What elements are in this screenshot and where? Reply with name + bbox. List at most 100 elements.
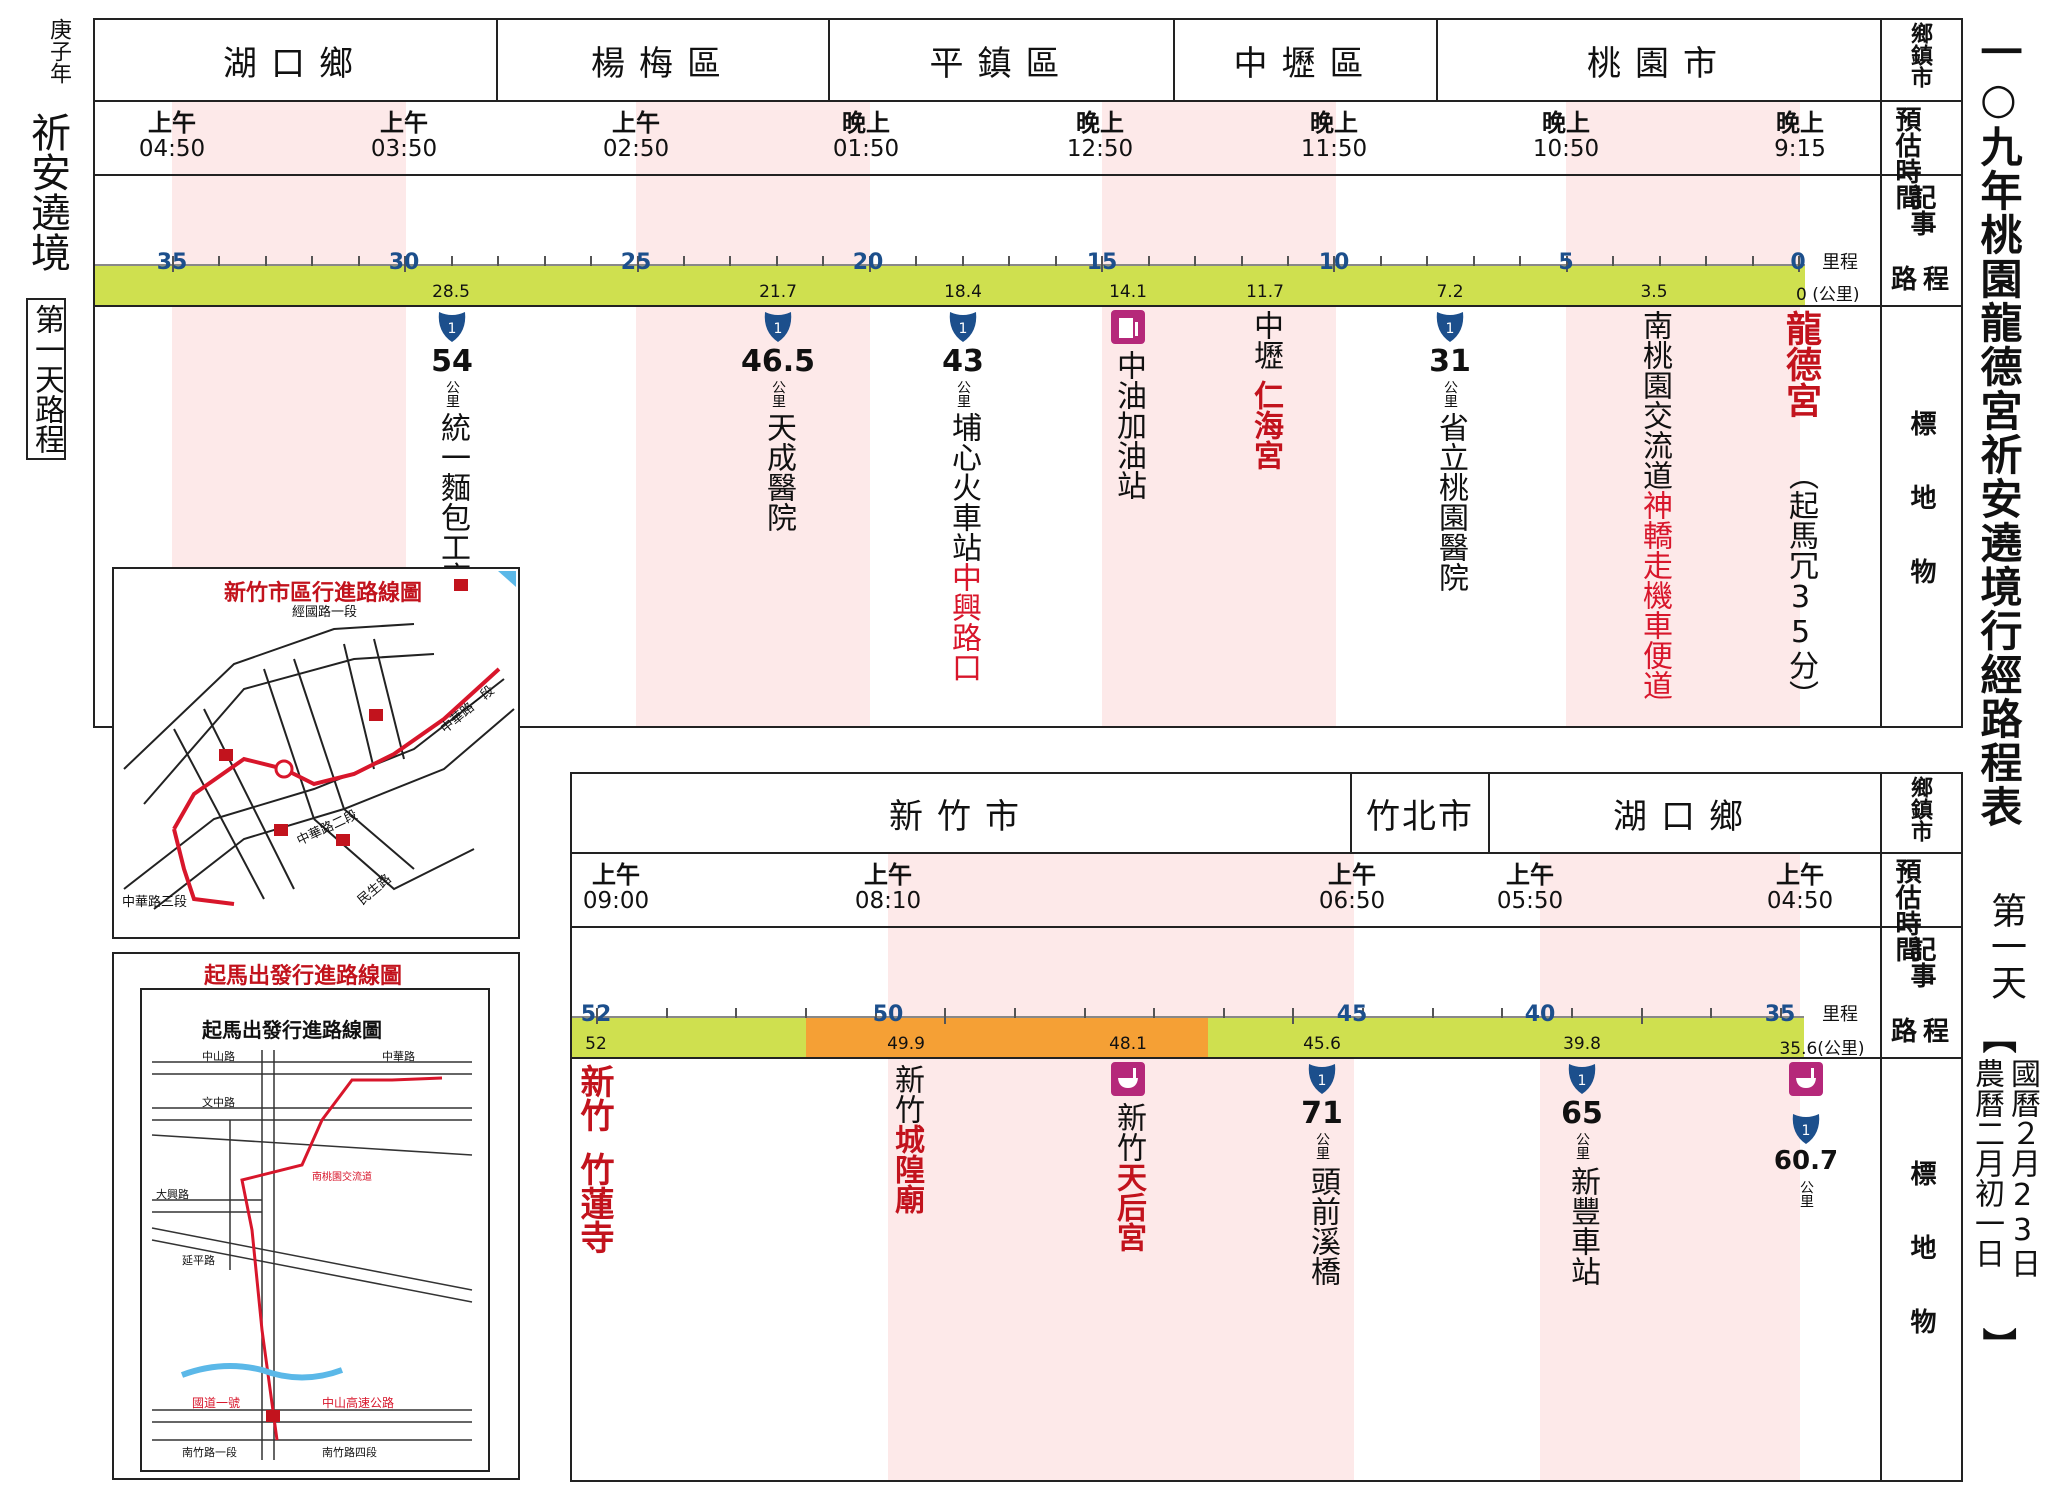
highway-shield-icon: 1: [764, 312, 792, 342]
km-tick: [1710, 1008, 1713, 1018]
km-tick-label: 15: [1086, 250, 1118, 275]
street-label: 大興路: [156, 1188, 189, 1201]
km-tick: [357, 256, 360, 266]
km-tick-label: 0: [1790, 250, 1806, 275]
landmark-name: 中油加油站: [1111, 350, 1146, 500]
row-label-notes: 記事: [1906, 184, 1936, 236]
km-value: 14.1: [1109, 282, 1147, 302]
landmark-distance: 31: [1429, 344, 1471, 379]
km-tick-label: 20: [852, 250, 884, 275]
km-tick: [172, 256, 174, 272]
km-tick-label: 52: [580, 1002, 612, 1027]
km-tick: [868, 256, 871, 272]
temple-name: 仁海宮: [1248, 380, 1283, 470]
street-label: 中山路: [202, 1050, 235, 1063]
km-tick: [1658, 256, 1661, 266]
km-tick: [596, 1008, 598, 1024]
km-tick: [1501, 1008, 1504, 1018]
km-tick: [1083, 1008, 1086, 1018]
route-bar: [95, 265, 1805, 305]
km-tick: [1426, 256, 1429, 266]
km-tick: [915, 256, 918, 266]
km-value: 7.2: [1436, 282, 1464, 302]
date-gregorian: 國曆２月23日: [2005, 1058, 2040, 1278]
region-pingzhen: 平鎮區: [929, 43, 1074, 84]
row-label-township: 鄉鎮市: [1907, 22, 1932, 88]
km-value: 49.9: [887, 1034, 925, 1054]
km-tick: [590, 256, 593, 266]
km-tick: [874, 1008, 877, 1018]
svg-text:1: 1: [774, 321, 783, 337]
landmark-name: 統一麵包工廠: [435, 412, 470, 592]
svg-text:1: 1: [448, 321, 457, 337]
km-tick: [944, 1008, 947, 1024]
highway-shield-icon: 1: [438, 312, 466, 342]
km-tick: [1798, 256, 1800, 272]
street-label: 經國路一段: [292, 605, 358, 620]
left-day-label: 第一天路程: [26, 298, 66, 460]
km-tick: [1333, 256, 1336, 272]
km-tick-label: 45: [1336, 1002, 1368, 1027]
km-tick: [1640, 1008, 1643, 1024]
km-tick: [729, 256, 732, 266]
row-label-time: 預估時間: [1891, 858, 1921, 962]
region-zhongli: 中壢區: [1233, 43, 1378, 84]
landmark-note: （起馬冗35分）: [1783, 460, 1818, 710]
landmark-unit: 公里: [1314, 1132, 1330, 1160]
km-tick: [450, 256, 453, 266]
km-tick: [775, 256, 778, 266]
km-tick: [961, 256, 964, 266]
landmark-name: 天成醫院: [761, 412, 796, 532]
km-tick: [1431, 1008, 1434, 1018]
highway-shield-icon: 1: [1308, 1064, 1336, 1094]
km-tick: [665, 1008, 668, 1018]
map-hsinchu-city: 新竹市區行進路線圖 經國路一段 中華路一段 中華路二段 中華路三段 民生路: [112, 567, 520, 939]
km-tick: [1240, 256, 1243, 266]
street-label: 中華路三段: [122, 895, 188, 910]
map-departure-route: 起馬出發行進路線圖 起馬出發行進路線圖 中山路 中華路 文中路 大興路 延平: [112, 952, 520, 1480]
km-value: 48.1: [1109, 1034, 1147, 1054]
svg-text:1: 1: [959, 321, 968, 337]
km-value: 11.7: [1246, 282, 1284, 302]
region-zhubei: 竹北市: [1366, 796, 1474, 837]
km-tick: [1751, 256, 1754, 266]
gas-station-icon: [1111, 310, 1145, 344]
temple-name: 新竹竹蓮寺: [574, 1064, 614, 1254]
km-tick: [1153, 1008, 1156, 1018]
km-tick: [1705, 256, 1708, 266]
landmark-name: 頭前溪橋: [1305, 1166, 1340, 1286]
km-tick: [1286, 256, 1289, 266]
landmark-distance: 71: [1301, 1096, 1343, 1131]
km-tick: [1013, 1008, 1016, 1018]
highway-shield-icon: 1: [1792, 1114, 1820, 1144]
km-tick: [404, 256, 407, 272]
km-value: 21.7: [759, 282, 797, 302]
landmark-unit: 公里: [444, 380, 460, 408]
km-value: 3.5: [1640, 282, 1668, 302]
date-bracket-close: 】: [1977, 1327, 2018, 1362]
km-tick: [1292, 1008, 1295, 1024]
region-yangmei: 楊梅區: [591, 43, 735, 84]
landmark-name: 中壢: [1248, 310, 1283, 370]
km-tick: [264, 256, 267, 266]
landmark-name: 新竹城隍廟: [889, 1064, 924, 1214]
km-tick: [1565, 256, 1568, 272]
street-label: 南桃園交流道: [312, 1172, 372, 1183]
svg-text:1: 1: [1446, 321, 1455, 337]
km-tick: [218, 256, 221, 266]
km-tick-label: 50: [872, 1002, 904, 1027]
km-tick: [311, 256, 314, 266]
km-tick: [1612, 256, 1615, 266]
km-tick: [1054, 256, 1057, 266]
landmark-name: 新豐車站: [1565, 1166, 1600, 1286]
km-tick-label: 35: [156, 250, 188, 275]
highway-shield-icon: 1: [1568, 1064, 1596, 1094]
map-inner-title: 起馬出發行進路線圖: [202, 1018, 382, 1042]
